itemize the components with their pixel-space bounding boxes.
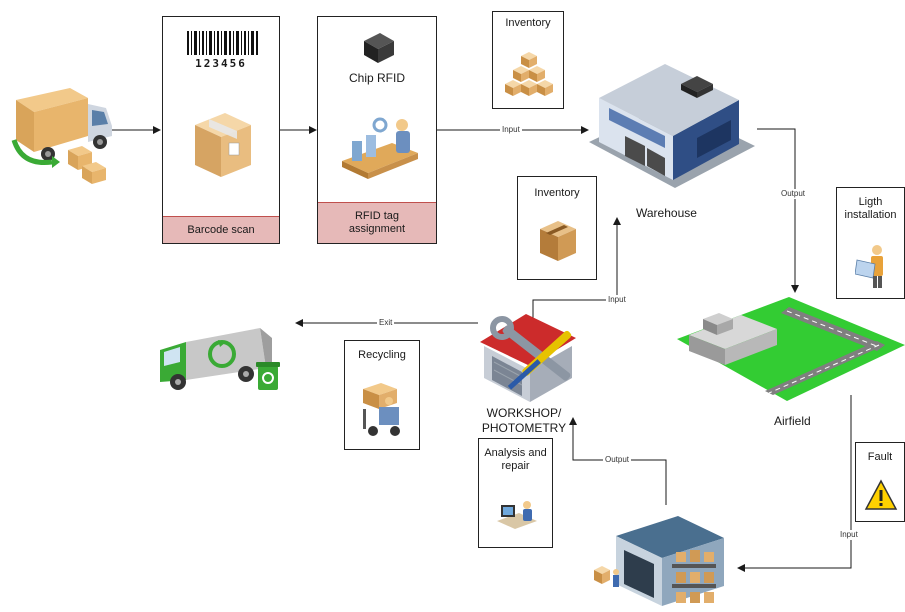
workshop-label: WORKSHOP/ PHOTOMETRY (481, 406, 567, 435)
workshop-tools-icon (480, 314, 576, 402)
flow-label-input-storage: Input (838, 530, 860, 540)
technician-blueprint-icon (855, 245, 883, 288)
rfid-stage: Chip RFID RFID tag assignment (317, 16, 437, 244)
analysis-repair-title: Analysis and repair (484, 447, 547, 472)
assembly-line-icon (342, 117, 418, 179)
light-installation-box: Ligth installation (836, 187, 905, 299)
inventory-title-mid: Inventory (534, 187, 580, 199)
barcode-scan-label: Barcode scan (163, 216, 279, 243)
chip-icon (364, 33, 394, 63)
rfid-title: Chip RFID (348, 71, 405, 85)
warehouse-label: Warehouse (636, 206, 697, 220)
single-box-icon (540, 221, 576, 261)
cardboard-box-icon (195, 113, 251, 177)
arrow-warehouse-to-airfield (757, 128, 799, 293)
storage-warehouse-icon (594, 516, 724, 606)
warning-icon (864, 479, 898, 510)
rfid-tag-assignment-label: RFID tag assignment (318, 202, 436, 243)
barcode-scan-stage: 123456 Barcode scan (162, 16, 280, 244)
inventory-title-top: Inventory (505, 17, 551, 29)
recycling-title: Recycling (358, 349, 406, 361)
airfield-icon (677, 297, 905, 401)
forklift-icon (363, 383, 400, 436)
flow-label-output-warehouse: Output (779, 189, 808, 199)
recycling-box: Recycling (344, 340, 420, 450)
inventory-box-top: Inventory (492, 11, 564, 109)
fault-box: Fault (855, 442, 905, 522)
arrow-workshop-to-warehouse (532, 217, 621, 322)
warehouse-building-icon (589, 64, 755, 188)
flow-label-input-warehouse: Input (500, 125, 522, 135)
light-installation-title: Ligth installation (844, 196, 897, 221)
inventory-box-mid: Inventory (517, 176, 597, 280)
arrow-airfield-to-storage (737, 395, 852, 572)
recycling-truck-icon (160, 328, 280, 390)
flow-label-output-storage: Output (603, 455, 632, 465)
flow-label-exit: Exit (377, 318, 395, 328)
technician-computer-icon (497, 501, 537, 529)
barcode-number: 123456 (195, 57, 247, 70)
fault-title: Fault (867, 451, 893, 463)
flow-label-input-workshop: Input (606, 295, 628, 305)
stacked-boxes-icon (505, 52, 553, 96)
airfield-label: Airfield (774, 414, 811, 428)
delivery-truck-icon (11, 88, 112, 184)
barcode-icon (187, 31, 258, 55)
analysis-repair-box: Analysis and repair (478, 438, 553, 548)
